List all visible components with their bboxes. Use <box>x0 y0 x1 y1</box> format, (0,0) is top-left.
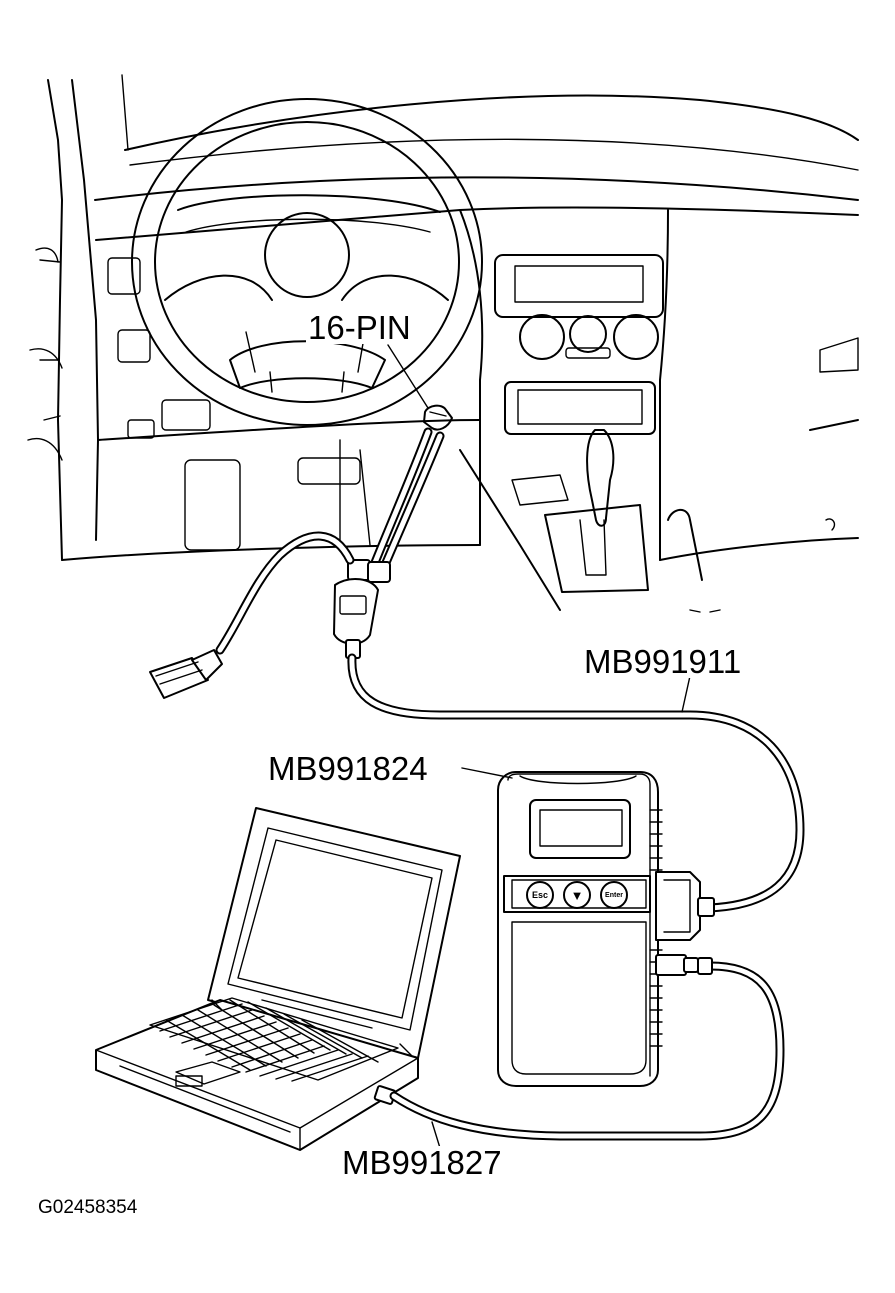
unit-button-esc: Esc <box>526 881 554 909</box>
vehicle-interior-drawing <box>27 74 859 613</box>
unit-button-enter: Enter <box>600 881 628 909</box>
laptop-pc <box>95 807 461 1151</box>
unit-button-down: ▼ <box>563 881 591 909</box>
label-mb991824: MB991824 <box>266 750 430 787</box>
diagnostic-connector-16-pin-icon <box>387 344 453 431</box>
usb-cable-mb991827 <box>389 957 785 1149</box>
label-mb991827: MB991827 <box>340 1144 504 1181</box>
cable-mb991911 <box>149 427 805 913</box>
label-16-pin: 16-PIN <box>306 309 413 346</box>
interface-unit-mb991824 <box>461 767 715 1087</box>
down-arrow-icon: ▼ <box>570 887 584 903</box>
figure-id: G02458354 <box>38 1197 138 1218</box>
unit-button-enter-label: Enter <box>605 891 623 899</box>
unit-button-esc-label: Esc <box>531 889 548 900</box>
label-mb991911: MB991911 <box>582 643 744 680</box>
